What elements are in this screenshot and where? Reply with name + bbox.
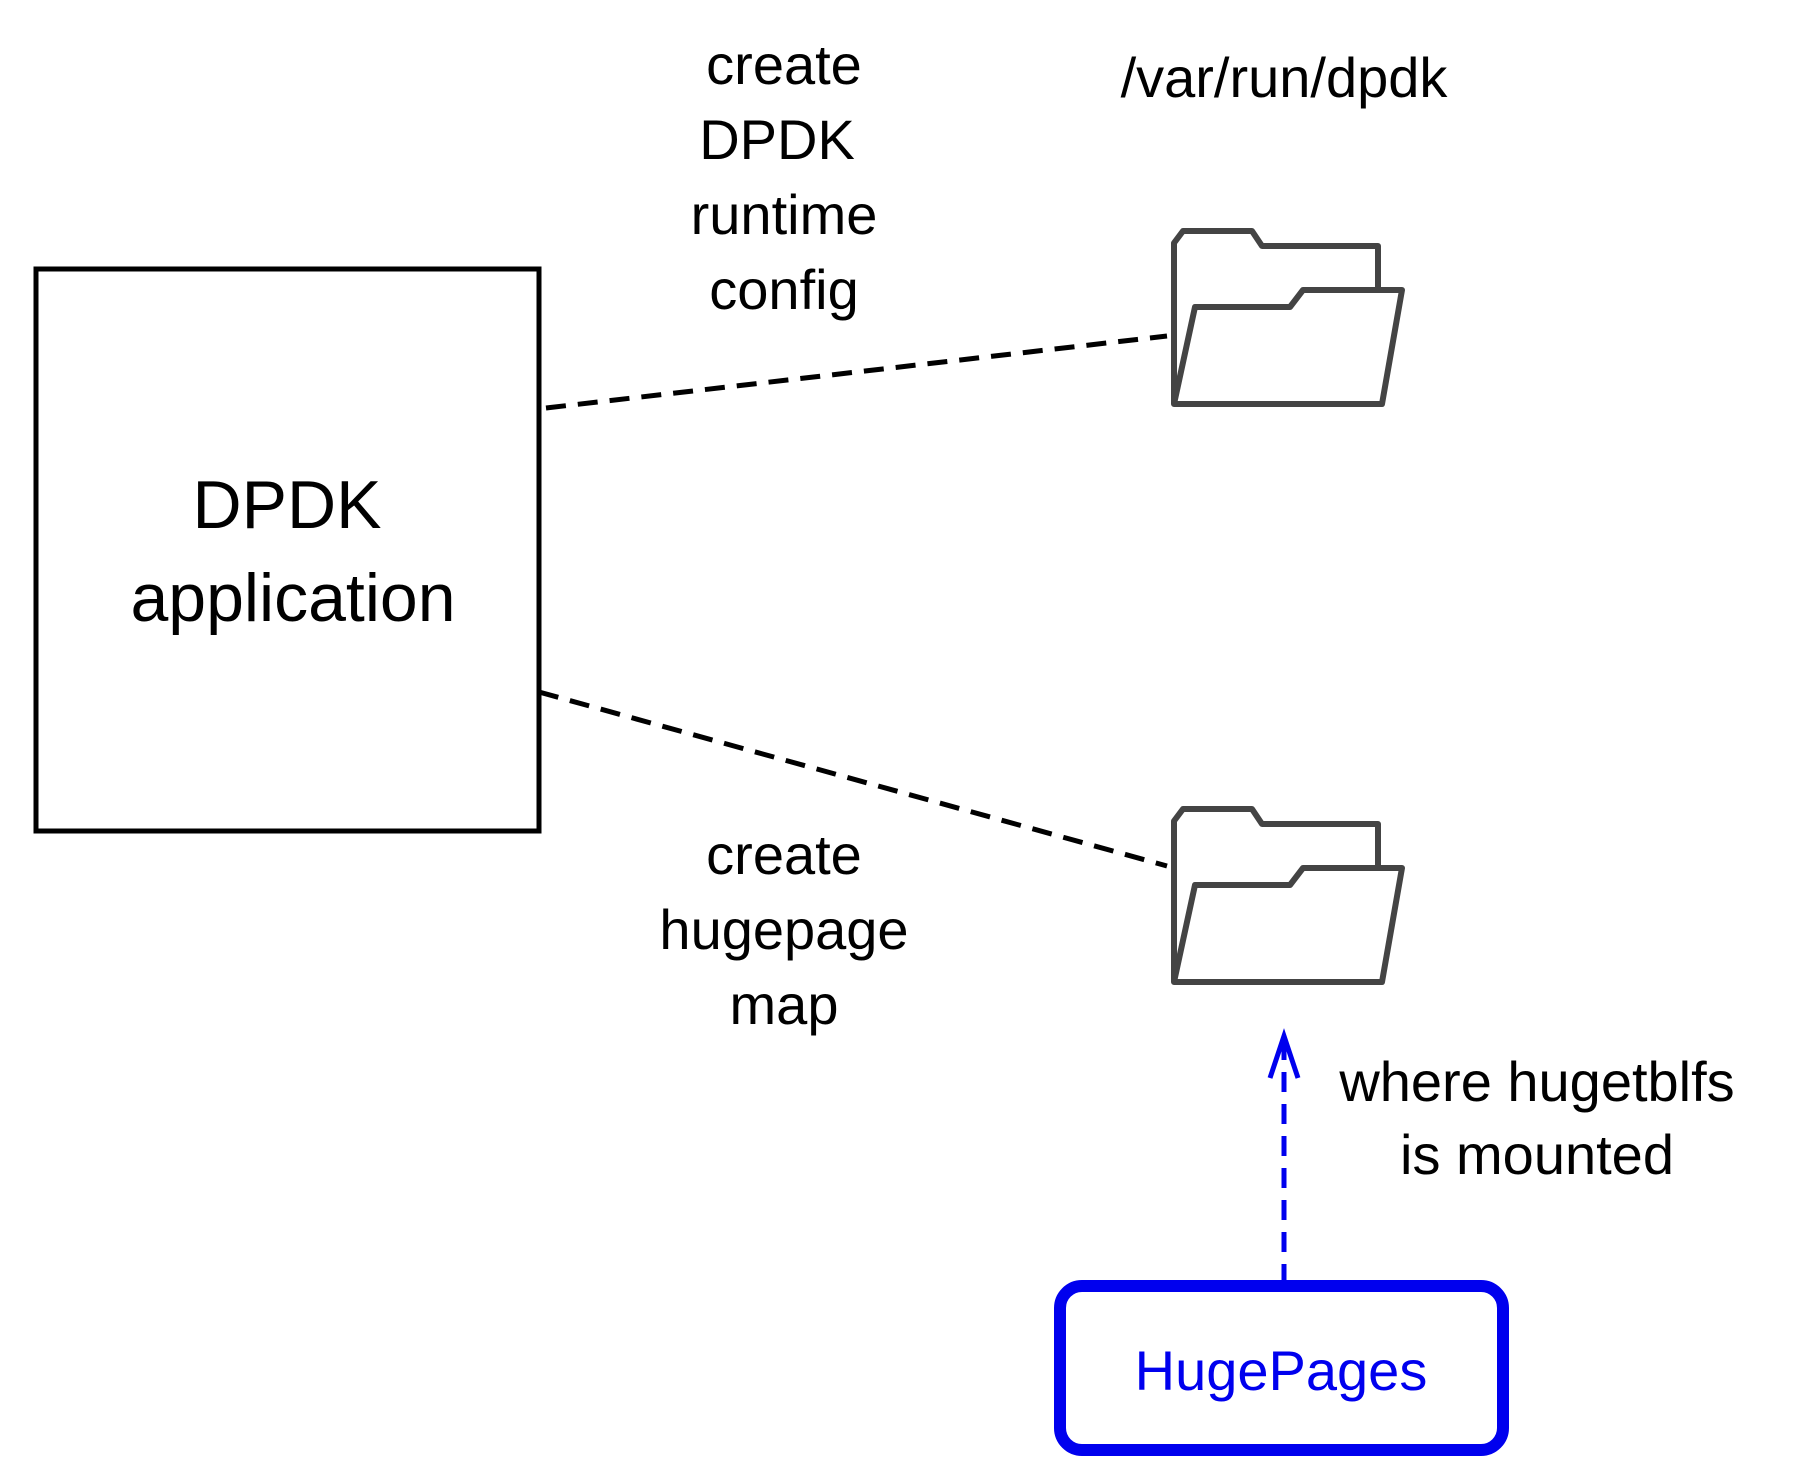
folder-open-icon[interactable] <box>1171 228 1405 407</box>
runtime-config-edge-label-line3: runtime <box>691 183 878 246</box>
hugepages-label: HugePages <box>1135 1339 1428 1402</box>
runtime-config-connector <box>545 333 1168 411</box>
hugepage-map-edge-label-line3: map <box>730 973 839 1036</box>
mount-edge-label-line1: where hugetblfs <box>1338 1050 1734 1113</box>
dpdk-application-label-line2: application <box>130 560 455 636</box>
hugepage-map-edge-label-line1: create <box>706 823 862 886</box>
hugepage-map-edge-label-line2: hugepage <box>659 898 908 961</box>
arrowhead-up-icon <box>1267 1028 1301 1079</box>
dpdk-application-box[interactable] <box>33 266 542 834</box>
mount-edge-label-line2: is mounted <box>1400 1123 1674 1186</box>
hugepage-map-connector <box>538 689 1168 869</box>
runtime-config-edge-label-line4: config <box>709 258 858 321</box>
runtime-config-edge-label-line2: DPDK <box>699 108 855 171</box>
runtime-path-label: /var/run/dpdk <box>1121 46 1449 109</box>
dpdk-application-label-line1: DPDK <box>193 467 382 543</box>
hugepages-box[interactable] <box>1054 1280 1509 1456</box>
runtime-config-edge-label-line1: create <box>706 33 862 96</box>
folder-open-icon[interactable] <box>1171 806 1405 985</box>
